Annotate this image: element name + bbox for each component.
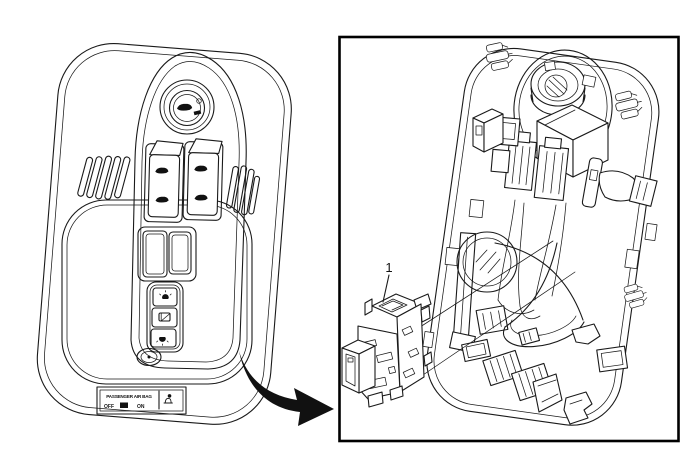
airbag-on-label: ON	[137, 404, 145, 410]
airbag-plate-title: PASSENGER AIR BAG	[106, 394, 152, 399]
spring-clip-icon	[612, 88, 645, 121]
airbag-off-label: OFF	[104, 404, 114, 410]
bottom-connector-row	[461, 323, 629, 425]
dome-lamp-icon	[156, 336, 169, 346]
connector-cluster	[472, 104, 658, 208]
rear-shell-outline	[426, 47, 660, 426]
detail-arrow-icon	[239, 351, 334, 426]
console-rear-detail-view: 1	[338, 35, 680, 443]
lamp-button-pod	[146, 281, 184, 353]
console-housing-outline	[36, 42, 292, 425]
bottom-bracket	[571, 323, 601, 345]
lamp-socket-ring	[530, 60, 597, 116]
bottom-clip	[563, 391, 593, 425]
shell-edge-tabs	[422, 199, 658, 348]
spring-clip-icon	[621, 281, 650, 310]
reading-lamp-icon	[159, 290, 172, 300]
dome-lamp-knob	[159, 79, 215, 135]
wire-channel	[449, 232, 477, 353]
airbag-status-plate: PASSENGER AIR BAG OFF ON	[96, 386, 187, 415]
microphone-oval	[136, 347, 162, 367]
console-center-pod	[130, 51, 247, 370]
airbag-passenger-icon	[163, 393, 173, 404]
sunroof-car-icon	[177, 103, 193, 111]
latch-strip	[581, 157, 603, 208]
callout-1: 1	[382, 260, 393, 303]
map-lamp-reflector	[456, 231, 518, 335]
speaker-grille-left	[77, 155, 131, 200]
console-front-view: PASSENGER AIR BAG OFF ON	[36, 42, 334, 426]
projection-lines	[416, 240, 576, 378]
speaker-grille-right	[225, 165, 261, 216]
sunroof-rocker-left	[143, 140, 185, 223]
callout-1-label: 1	[385, 260, 392, 275]
sunroof-rocker-right	[182, 138, 224, 221]
detail-box-border	[338, 35, 680, 443]
left-edge-connector	[472, 108, 504, 153]
sunshade-icon	[158, 312, 171, 322]
map-light-lenses	[137, 226, 197, 282]
component-1-switch	[341, 293, 433, 408]
dome-reflector-cone	[494, 242, 585, 348]
